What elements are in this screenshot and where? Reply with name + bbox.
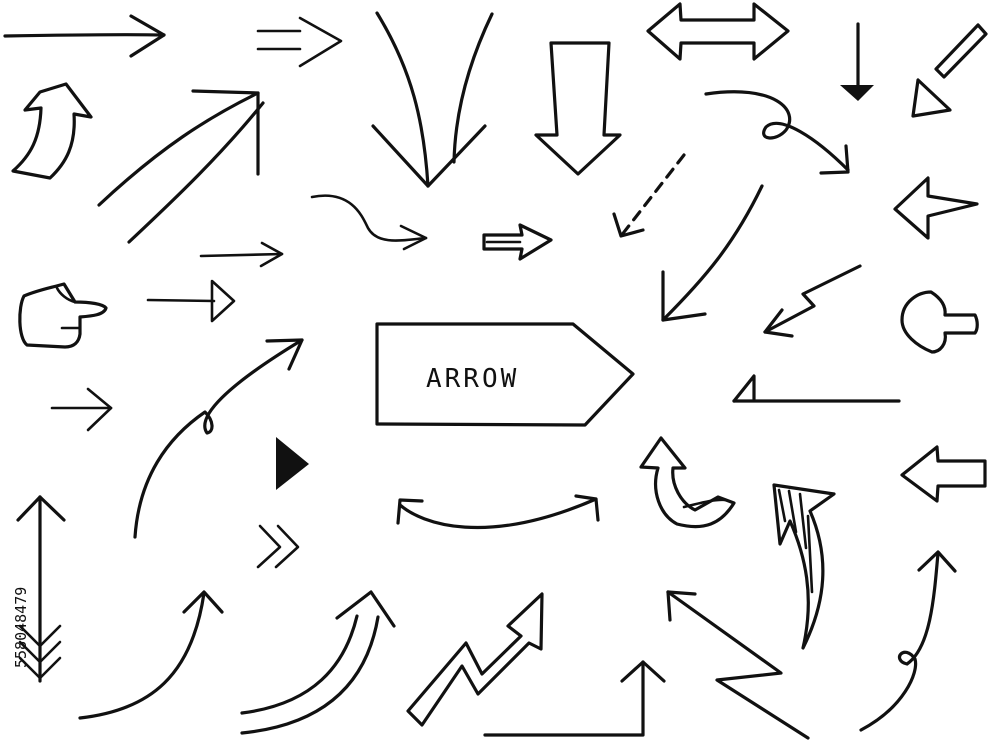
wavy-right-arrow-icon [310, 194, 428, 251]
rounded-left-arrow-icon [900, 290, 979, 354]
curved-double-line-up-arrow-icon [240, 590, 396, 735]
long-right-arrow-icon [3, 14, 166, 58]
vertical-code-text: 558048479 [12, 586, 30, 668]
hatched-curved-up-arrow-icon [772, 483, 836, 650]
arrow-label-text: ARROW [426, 364, 519, 394]
block-down-arrow-icon [534, 41, 622, 176]
double-headed-horizontal-arrow-icon [646, 2, 790, 61]
curved-up-arrow-icon [78, 590, 224, 720]
curved-up-outline-arrow-icon [11, 82, 93, 180]
long-diagonal-down-left-arrow-icon [661, 184, 764, 322]
curved-return-arrow-icon [639, 436, 736, 529]
small-down-arrow-icon [840, 22, 874, 101]
down-left-outline-arrow-icon [911, 23, 988, 118]
upward-feathered-arrow-icon [16, 495, 66, 683]
outline-left-arrow-icon [893, 176, 979, 240]
small-simple-right-arrow-icon [50, 387, 113, 432]
lightning-diagonal-up-left-arrow-icon [666, 590, 810, 740]
flag-right-arrow-icon [146, 279, 236, 323]
thin-right-arrow-icon [199, 241, 284, 268]
zigzag-up-right-arrow-icon [406, 592, 544, 727]
diagonal-up-right-arrow-icon [97, 89, 265, 244]
curved-down-arrow-icon [371, 11, 494, 188]
black-triangle-right-icon [276, 437, 309, 490]
arrow-sign-label: ARROW [375, 322, 635, 427]
vertical-code: 558048479 [10, 500, 32, 670]
loop-curved-down-right-arrow-icon [704, 90, 850, 175]
loop-up-arrow-icon [859, 550, 957, 732]
outline-left-arrow-lower-icon [900, 445, 987, 503]
dashed-down-left-arrow-icon [612, 153, 686, 238]
long-right-bottom-line-arrow-icon [732, 374, 901, 403]
curved-loop-up-right-arrow-icon [133, 338, 304, 539]
corner-up-arrow-icon [483, 660, 666, 737]
double-line-right-arrow-icon [256, 16, 343, 68]
lightning-left-arrow-icon [763, 264, 862, 338]
small-outline-right-arrow-icon [482, 223, 553, 261]
pointing-hand-icon [18, 282, 108, 349]
smile-curve-arrow-icon [396, 494, 600, 530]
double-chevron-right-icon [256, 524, 300, 569]
